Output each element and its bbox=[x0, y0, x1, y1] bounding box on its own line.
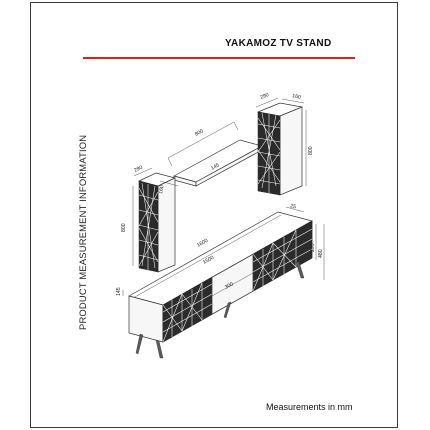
left-cabinet-width-label: 290 bbox=[133, 165, 143, 174]
stand-shelf-small-label: 25 bbox=[289, 203, 296, 210]
right-cabinet-width-label: 290 bbox=[260, 92, 270, 101]
measurement-note: Measurements in mm bbox=[266, 402, 353, 412]
stand-right-door-pattern bbox=[252, 228, 313, 292]
right-cabinet-pattern bbox=[257, 112, 281, 193]
sheet-border bbox=[30, 2, 398, 428]
stand-left-door-pattern bbox=[162, 282, 213, 343]
wall-shelf: 800 145 20 bbox=[160, 121, 263, 187]
right-cabinet-depth-label: 160 bbox=[292, 93, 302, 101]
left-cabinet-height-label: 800 bbox=[121, 223, 127, 232]
shelf-depth-label: 145 bbox=[210, 162, 221, 171]
stand-inner-width-label: 1500 bbox=[202, 255, 215, 266]
left-cabinet-pattern bbox=[138, 182, 159, 270]
stand-depth-label: 145 bbox=[116, 287, 122, 296]
title-underline bbox=[83, 57, 355, 59]
document-title: YAKAMOZ TV STAND bbox=[225, 38, 332, 49]
stand-leg-height-label: 480 bbox=[318, 249, 324, 258]
stand-height-label: 295 bbox=[310, 243, 316, 252]
left-cabinet: 290 160 800 bbox=[121, 165, 179, 273]
stand-shelf-label: 300 bbox=[224, 281, 235, 290]
right-cabinet: 290 160 800 bbox=[255, 92, 314, 196]
right-cabinet-height-label: 800 bbox=[308, 146, 314, 155]
shelf-width-label: 800 bbox=[194, 128, 205, 137]
left-cabinet-depth-label: 160 bbox=[158, 185, 165, 195]
tv-stand: 145 1600 1500 295 480 300 25 bbox=[116, 203, 325, 359]
stand-top-width-label: 1600 bbox=[196, 238, 209, 249]
